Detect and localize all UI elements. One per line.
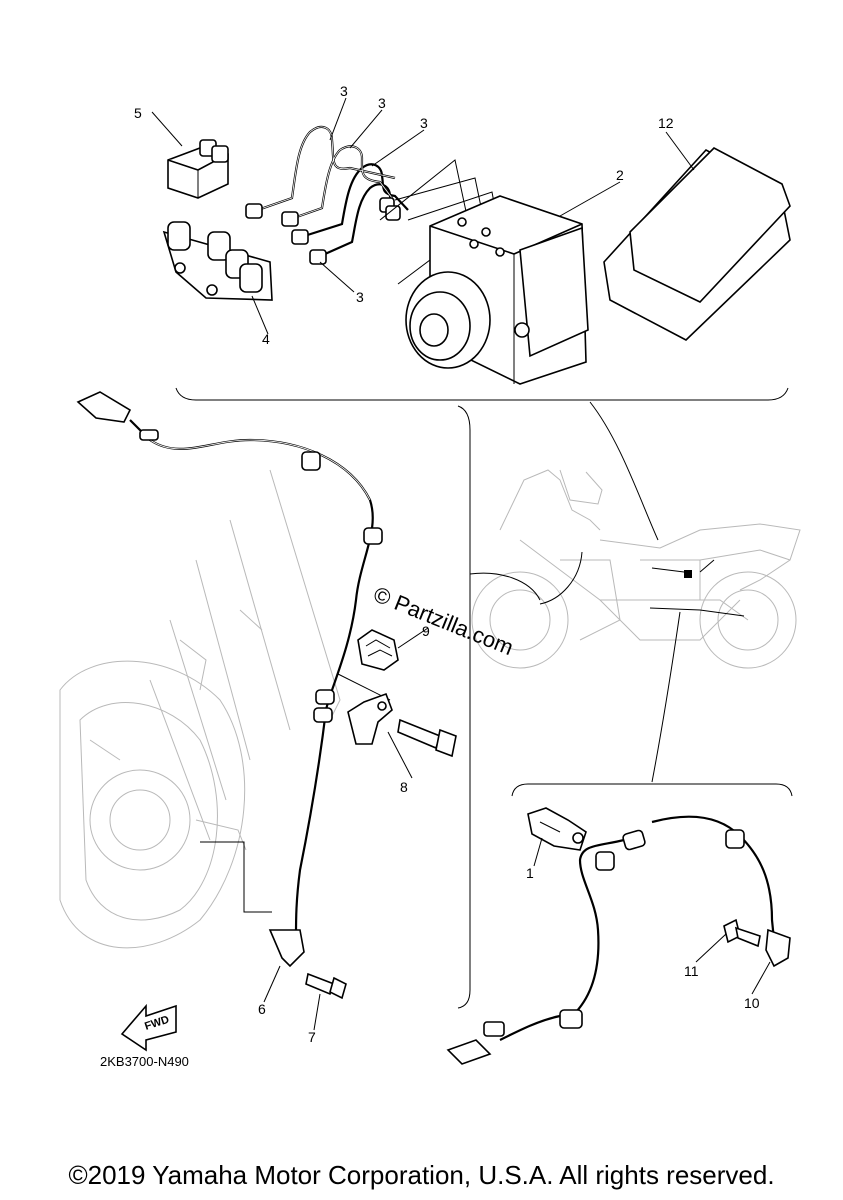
motorcycle-silhouette <box>471 469 801 669</box>
callout-2[interactable]: 2 <box>616 167 624 183</box>
callout-8[interactable]: 8 <box>400 779 408 795</box>
callout-10[interactable]: 10 <box>744 995 760 1011</box>
callout-leaders <box>151 97 771 1031</box>
section-divider <box>457 405 471 1009</box>
leader-to-top-group <box>589 401 659 541</box>
part-11-bolt[interactable] <box>723 918 761 948</box>
callout-9[interactable]: 9 <box>422 623 430 639</box>
callout-7[interactable]: 7 <box>308 1029 316 1045</box>
fwd-arrow <box>120 1003 177 1052</box>
copyright-notice: ©2019 Yamaha Motor Corporation, U.S.A. A… <box>68 1160 775 1190</box>
top-group-bracket <box>175 387 789 401</box>
rear-sensor-lead[interactable] <box>446 815 791 1065</box>
diagram-code: 2KB3700-N490 <box>100 1054 189 1069</box>
rear-group-bracket <box>511 783 793 797</box>
callout-3c[interactable]: 3 <box>420 115 428 131</box>
callout-3a[interactable]: 3 <box>340 83 348 99</box>
callout-4[interactable]: 4 <box>262 331 270 347</box>
part-12-abs-ecu[interactable] <box>603 147 791 341</box>
callout-11[interactable]: 11 <box>684 963 699 979</box>
part-1-clip[interactable] <box>527 807 587 851</box>
callout-5[interactable]: 5 <box>134 105 142 121</box>
part-2-abs-unit[interactable] <box>405 195 589 385</box>
leader-to-rear-group <box>651 611 681 783</box>
part-8-stay[interactable] <box>347 692 393 745</box>
motorcycle-wiring-highlight <box>539 551 745 617</box>
fork-outline-ghost <box>59 469 341 949</box>
callout-6[interactable]: 6 <box>258 1001 266 1017</box>
leader-front-sensor <box>200 841 272 913</box>
leader-front-zoom <box>469 572 541 601</box>
callout-3d[interactable]: 3 <box>356 289 364 305</box>
part-8-bolt[interactable] <box>397 718 457 758</box>
callout-12[interactable]: 12 <box>658 115 674 131</box>
front-sensor-lead[interactable] <box>76 391 383 968</box>
part-3-brake-pipes[interactable] <box>245 125 409 265</box>
part-7-bolt[interactable] <box>305 972 347 1000</box>
part-4-joint-bracket[interactable] <box>162 221 273 301</box>
part-5-coupler[interactable] <box>167 139 229 199</box>
part-9-clamp[interactable] <box>357 629 399 671</box>
callout-3b[interactable]: 3 <box>378 95 386 111</box>
callout-1[interactable]: 1 <box>526 865 534 881</box>
